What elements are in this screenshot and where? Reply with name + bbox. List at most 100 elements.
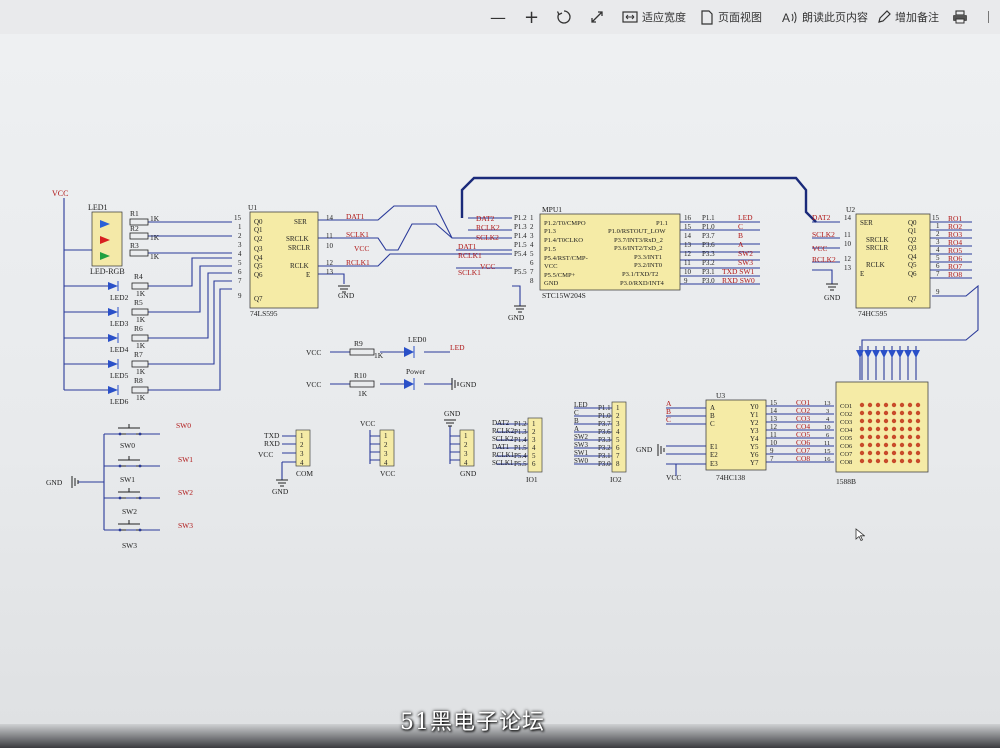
matrix-dot — [899, 442, 905, 448]
svg-text:P3.2: P3.2 — [598, 444, 611, 452]
svg-text:13: 13 — [824, 400, 831, 407]
svg-text:CO5: CO5 — [840, 435, 852, 442]
svg-text:R5: R5 — [134, 298, 143, 307]
matrix-dot — [907, 434, 913, 440]
svg-text:CO8: CO8 — [840, 459, 852, 466]
led-rgb: LED1 LED-RGB — [88, 203, 125, 276]
matrix-dot — [907, 410, 913, 416]
add-note-label: 增加备注 — [895, 11, 939, 24]
svg-text:P1.2: P1.2 — [514, 214, 527, 222]
svg-text:7: 7 — [616, 452, 620, 460]
svg-text:P5.4: P5.4 — [514, 250, 527, 258]
svg-text:3: 3 — [300, 450, 304, 458]
svg-text:11: 11 — [326, 232, 333, 240]
zoom-in-button[interactable]: + — [524, 7, 539, 28]
svg-text:A: A — [666, 399, 672, 408]
svg-text:12: 12 — [844, 255, 852, 263]
add-note-button[interactable]: 增加备注 — [877, 8, 939, 26]
svg-text:2: 2 — [464, 441, 468, 449]
svg-text:LED: LED — [574, 401, 588, 409]
rotate-button[interactable] — [556, 8, 576, 26]
matrix-dot — [891, 418, 897, 424]
matrix-dot — [883, 442, 889, 448]
zoom-out-button[interactable]: — — [490, 8, 506, 27]
fit-width-button[interactable]: 适应宽度 — [622, 8, 686, 26]
svg-text:6: 6 — [532, 460, 536, 468]
svg-text:RXD: RXD — [264, 439, 280, 448]
svg-text:P3.3: P3.3 — [702, 250, 715, 258]
read-aloud-button[interactable]: A 朗读此页内容 — [782, 8, 868, 26]
svg-text:4: 4 — [464, 459, 468, 467]
more-icon — [988, 11, 1000, 23]
svg-text:TXD SW1: TXD SW1 — [722, 267, 755, 276]
svg-text:RO8: RO8 — [948, 270, 962, 279]
chip-mpu1: MPU1 STC15W204S P1.2/T0/CMPO P1.3 P1.4/T… — [458, 205, 755, 322]
svg-text:P3.1/TXD/T2: P3.1/TXD/T2 — [622, 271, 658, 278]
svg-text:9: 9 — [936, 288, 940, 296]
svg-text:C: C — [666, 415, 671, 424]
svg-text:1588B: 1588B — [836, 477, 856, 486]
svg-text:4: 4 — [300, 459, 304, 467]
svg-text:RO4: RO4 — [948, 238, 962, 247]
svg-text:P1.4: P1.4 — [514, 436, 527, 444]
fit-width-label: 适应宽度 — [642, 11, 686, 24]
matrix-dot — [875, 410, 881, 416]
svg-text:P3.2: P3.2 — [702, 259, 715, 267]
svg-text:Y7: Y7 — [750, 459, 759, 467]
svg-text:SER: SER — [294, 218, 307, 226]
matrix-led — [904, 350, 912, 358]
matrix-dot — [899, 410, 905, 416]
svg-text:VCC: VCC — [380, 469, 395, 478]
svg-text:P1.3: P1.3 — [514, 428, 527, 436]
svg-text:B: B — [666, 407, 671, 416]
svg-text:C: C — [710, 420, 715, 428]
svg-text:CO5: CO5 — [796, 430, 810, 439]
svg-text:SW1: SW1 — [178, 455, 193, 464]
svg-text:P3.7/INT3/RxD_2: P3.7/INT3/RxD_2 — [614, 237, 663, 244]
svg-text:CO6: CO6 — [796, 438, 810, 447]
svg-text:C: C — [574, 409, 579, 417]
svg-text:MPU1: MPU1 — [542, 205, 562, 214]
svg-text:Y0: Y0 — [750, 403, 759, 411]
matrix-dot — [867, 434, 873, 440]
svg-text:SW2: SW2 — [178, 488, 193, 497]
page-view-button[interactable]: 页面视图 — [700, 8, 762, 26]
svg-text:P3.2/INT0: P3.2/INT0 — [634, 262, 663, 269]
svg-text:SRCLK: SRCLK — [866, 236, 889, 244]
svg-text:CO7: CO7 — [840, 451, 853, 458]
matrix-dot — [891, 410, 897, 416]
svg-text:10: 10 — [824, 424, 831, 431]
svg-text:P1.1: P1.1 — [702, 214, 715, 222]
svg-text:1: 1 — [532, 420, 536, 428]
matrix-dot — [915, 442, 921, 448]
svg-text:P1.3: P1.3 — [544, 228, 557, 235]
more-button[interactable] — [988, 8, 1000, 26]
svg-text:CO2: CO2 — [840, 411, 852, 418]
fullscreen-button[interactable] — [590, 8, 608, 26]
svg-text:GND: GND — [636, 445, 653, 454]
matrix-dot — [875, 426, 881, 432]
svg-text:RO6: RO6 — [948, 254, 962, 263]
matrix-dot — [915, 426, 921, 432]
svg-text:DAT1: DAT1 — [492, 443, 510, 451]
svg-text:10: 10 — [684, 268, 692, 276]
matrix-dot — [867, 426, 873, 432]
svg-text:12: 12 — [770, 423, 778, 431]
svg-text:RCLK1: RCLK1 — [492, 451, 515, 459]
svg-text:B: B — [710, 412, 715, 420]
svg-text:LED6: LED6 — [110, 397, 129, 406]
svg-text:RO5: RO5 — [948, 246, 962, 255]
document-page — [0, 34, 1000, 724]
svg-text:SRCLK: SRCLK — [286, 235, 309, 243]
svg-text:Y1: Y1 — [750, 411, 759, 419]
svg-text:1: 1 — [936, 222, 940, 230]
svg-text:DAT1: DAT1 — [346, 212, 365, 221]
matrix-dot — [907, 450, 913, 456]
print-button[interactable] — [952, 8, 972, 26]
